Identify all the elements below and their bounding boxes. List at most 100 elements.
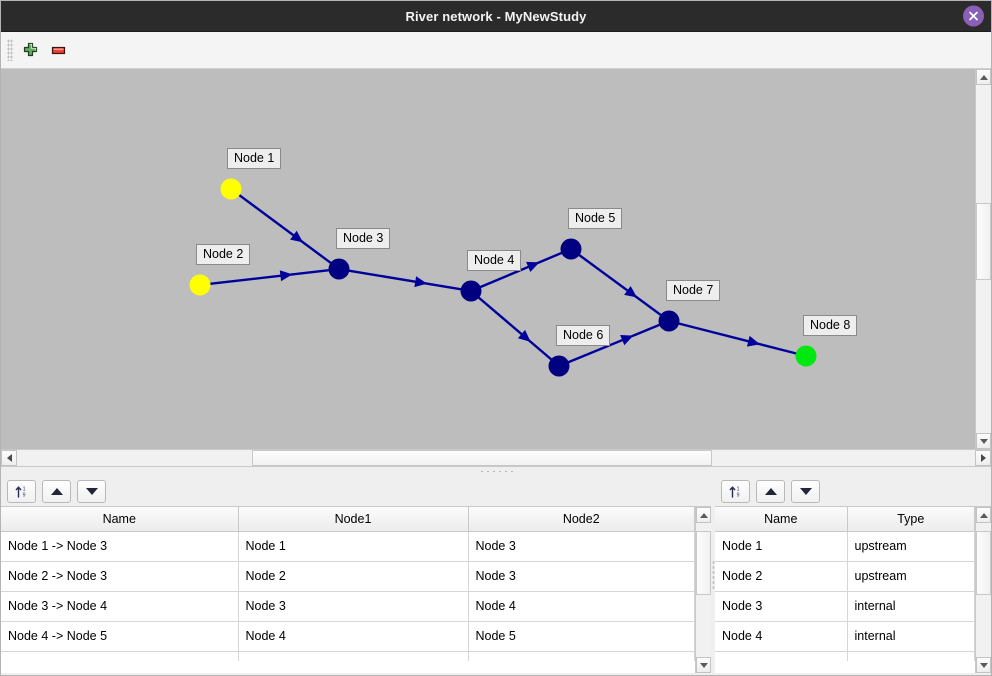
chevron-down-icon: [979, 662, 988, 668]
table-cell[interactable]: Node 3: [468, 531, 695, 562]
table-cell[interactable]: Node 2: [715, 561, 848, 592]
graph-node[interactable]: [795, 345, 817, 367]
graph-edge[interactable]: [578, 253, 662, 317]
chevron-down-icon: [979, 438, 988, 444]
graph-edge[interactable]: [678, 322, 797, 355]
canvas-vertical-scrollbar[interactable]: [975, 69, 991, 449]
graph-edge[interactable]: [477, 296, 553, 361]
graph-edge[interactable]: [567, 323, 661, 364]
graph-node[interactable]: [189, 274, 211, 296]
close-icon: [969, 11, 978, 21]
canvas-vscroll-track[interactable]: [976, 85, 991, 433]
graph-edge[interactable]: [348, 269, 462, 291]
graph-node[interactable]: [220, 178, 242, 200]
table-cell[interactable]: Node 1: [715, 531, 848, 562]
vertical-splitter[interactable]: [711, 476, 715, 673]
table-cell[interactable]: upstream: [847, 561, 975, 592]
graph-node-label[interactable]: Node 4: [467, 250, 522, 271]
graph-edge[interactable]: [209, 268, 330, 286]
graph-node[interactable]: [560, 238, 582, 260]
reaches-scroll-up-button[interactable]: [696, 507, 711, 523]
table-cell[interactable]: internal: [847, 621, 975, 652]
reaches-move-up-button[interactable]: [42, 479, 71, 503]
graph-node-label[interactable]: Node 7: [666, 280, 721, 301]
graph-node-label[interactable]: Node 6: [556, 325, 611, 346]
reaches-vscroll-track[interactable]: [696, 523, 711, 657]
table-cell[interactable]: internal: [847, 591, 975, 622]
table-cell[interactable]: Node 4 -> Node 5: [1, 621, 239, 652]
nodes-move-up-button[interactable]: [756, 479, 785, 503]
edge-arrow-icon: [414, 276, 428, 288]
nodes-vertical-scrollbar[interactable]: [975, 507, 991, 673]
graph-node-label[interactable]: Node 3: [336, 228, 391, 249]
canvas-scroll-up-button[interactable]: [976, 69, 991, 85]
column-header[interactable]: Type: [847, 507, 975, 532]
table-cell[interactable]: upstream: [847, 531, 975, 562]
chevron-up-icon: [979, 512, 988, 518]
graph-edges-layer: [189, 178, 817, 377]
graph-node[interactable]: [548, 355, 570, 377]
column-header[interactable]: Name: [1, 507, 239, 532]
canvas-scroll-left-button[interactable]: [1, 450, 17, 466]
graph-node[interactable]: [328, 258, 350, 280]
horizontal-splitter[interactable]: [1, 467, 991, 476]
nodes-vscroll-thumb[interactable]: [976, 531, 991, 596]
window-title: River network - MyNewStudy: [405, 8, 587, 24]
table-cell[interactable]: Node 5: [468, 621, 695, 652]
river-network-graph[interactable]: Node 1 Node 2 Node 3 Node 4 Node 5 Node 6 Node…: [1, 69, 975, 449]
column-header[interactable]: Name: [715, 507, 848, 532]
close-button[interactable]: [963, 5, 984, 27]
graph-node-label[interactable]: Node 2: [196, 244, 251, 265]
canvas-scroll-down-button[interactable]: [976, 433, 991, 449]
nodes-sort-button[interactable]: 1 9: [721, 479, 750, 503]
column-header[interactable]: Node1: [238, 507, 469, 532]
reaches-vertical-scrollbar[interactable]: [695, 507, 711, 673]
graph-node-label[interactable]: Node 5: [568, 208, 623, 229]
table-cell[interactable]: Node 1 -> Node 3: [1, 531, 239, 562]
column-header[interactable]: Node2: [468, 507, 695, 532]
nodes-scroll-down-button[interactable]: [976, 657, 991, 673]
canvas-horizontal-scrollbar[interactable]: [1, 449, 991, 466]
table-cell[interactable]: Node 1: [238, 531, 469, 562]
reaches-scroll-down-button[interactable]: [696, 657, 711, 673]
canvas-hscroll-thumb[interactable]: [251, 450, 712, 466]
graph-node-label[interactable]: Node 1: [227, 148, 282, 169]
graph-node-label[interactable]: Node 8: [803, 315, 858, 336]
graph-node[interactable]: [460, 280, 482, 302]
nodes-move-down-button[interactable]: [791, 479, 820, 503]
table-cell[interactable]: Node 3: [715, 591, 848, 622]
table-cell[interactable]: Node 3: [468, 561, 695, 592]
table-cell[interactable]: Node 4: [715, 621, 848, 652]
sort-ascending-icon: 1 9: [15, 486, 26, 498]
graph-node[interactable]: [658, 310, 680, 332]
nodes-vscroll-track[interactable]: [976, 523, 991, 657]
canvas-scroll-right-button[interactable]: [975, 450, 991, 466]
canvas-vscroll-thumb[interactable]: [976, 203, 991, 280]
table-cell[interactable]: Node 4: [238, 621, 469, 652]
toolbar-grip[interactable]: [7, 39, 13, 61]
table-cell[interactable]: Node 2: [238, 561, 469, 592]
reaches-move-down-button[interactable]: [77, 479, 106, 503]
table-cell[interactable]: Node 3: [238, 591, 469, 622]
remove-node-button[interactable]: [44, 36, 72, 64]
graph-edge[interactable]: [238, 193, 332, 265]
canvas-hscroll-track[interactable]: [17, 450, 975, 466]
reaches-sort-button[interactable]: 1 9: [7, 479, 36, 503]
table-cell[interactable]: Node 3 -> Node 4: [1, 591, 239, 622]
table-cell[interactable]: Node 2 -> Node 3: [1, 561, 239, 592]
reaches-vscroll-thumb[interactable]: [696, 531, 711, 596]
add-node-button[interactable]: [16, 36, 44, 64]
nodes-scroll-up-button[interactable]: [976, 507, 991, 523]
table-cell[interactable]: Node 4: [468, 591, 695, 622]
